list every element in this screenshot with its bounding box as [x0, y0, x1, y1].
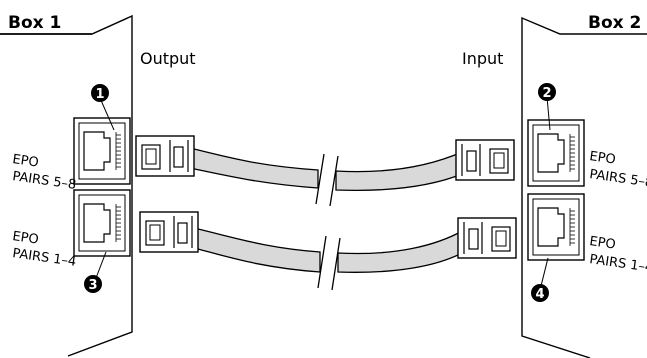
box-1-port-top-pairs: PAIRS 5–8	[11, 169, 77, 193]
box-2-port-top-pairs: PAIRS 5–8	[588, 167, 647, 191]
callout-3-number: 3	[88, 278, 97, 293]
box-2-title: Box 2	[588, 13, 641, 33]
callout-2-number: 2	[542, 86, 551, 101]
box-1-panel	[0, 14, 133, 357]
cable-top	[135, 135, 515, 207]
box-1-port-bottom-name: EPO	[11, 229, 39, 248]
callout-3: 3	[84, 251, 107, 293]
box-2-port-pairs-5-8	[527, 119, 585, 187]
box-2-port-bottom-pairs: PAIRS 1–4	[588, 252, 647, 276]
callout-4: 4	[531, 257, 549, 302]
box-2-port-bottom-name: EPO	[588, 234, 616, 253]
box-1-port-bottom-pairs: PAIRS 1–4	[11, 246, 77, 270]
box-2-panel	[521, 16, 647, 358]
callout-2: 2	[538, 83, 556, 131]
callout-4-number: 4	[535, 287, 544, 302]
box-2-io-label: Input	[462, 49, 503, 68]
box-1-port-pairs-5-8	[73, 117, 131, 185]
box-1-title: Box 1	[8, 13, 61, 33]
callout-1: 1	[91, 84, 115, 131]
callout-1-number: 1	[95, 87, 104, 102]
box-2-port-pairs-1-4	[527, 193, 585, 261]
box-1-io-label: Output	[140, 49, 196, 68]
box-1-port-pairs-1-4	[73, 189, 131, 257]
cable-bottom	[139, 211, 517, 291]
box-2-port-top-name: EPO	[588, 149, 616, 168]
box-1-port-top-name: EPO	[11, 152, 39, 171]
